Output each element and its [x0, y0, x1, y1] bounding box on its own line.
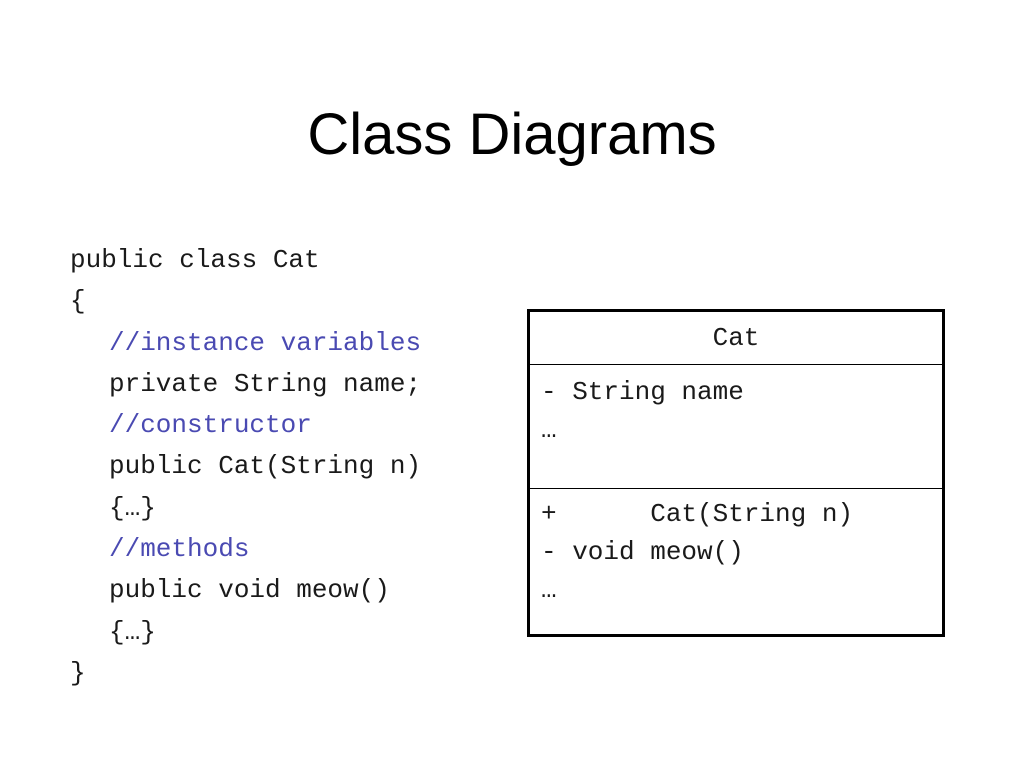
uml-method: …	[541, 575, 557, 605]
code-line: public class Cat	[70, 245, 320, 275]
code-line: {…}	[109, 616, 156, 647]
uml-attribute: …	[541, 415, 557, 445]
code-line: {…}	[109, 492, 156, 523]
code-comment: //constructor	[109, 410, 312, 441]
uml-attributes-section: - String name …	[530, 365, 942, 489]
slide-title: Class Diagrams	[307, 102, 717, 167]
code-comment: //instance variables	[109, 327, 422, 358]
code-line: {	[70, 286, 86, 317]
uml-class-box: Cat - String name … + Cat(String n) - vo…	[527, 309, 945, 637]
code-line: private String name;	[109, 368, 422, 399]
uml-class-name: Cat	[530, 312, 942, 365]
uml-attribute: - String name	[541, 377, 744, 407]
uml-method: + Cat(String n)	[541, 499, 854, 529]
code-line: public Cat(String n)	[109, 451, 422, 482]
code-comment: //methods	[109, 534, 250, 565]
code-line: }	[70, 657, 86, 688]
uml-methods-section: + Cat(String n) - void meow() …	[530, 489, 942, 609]
code-line: public void meow()	[109, 575, 390, 606]
uml-method: - void meow()	[541, 537, 744, 567]
java-code-block: public class Cat { //instance variables …	[70, 240, 510, 694]
